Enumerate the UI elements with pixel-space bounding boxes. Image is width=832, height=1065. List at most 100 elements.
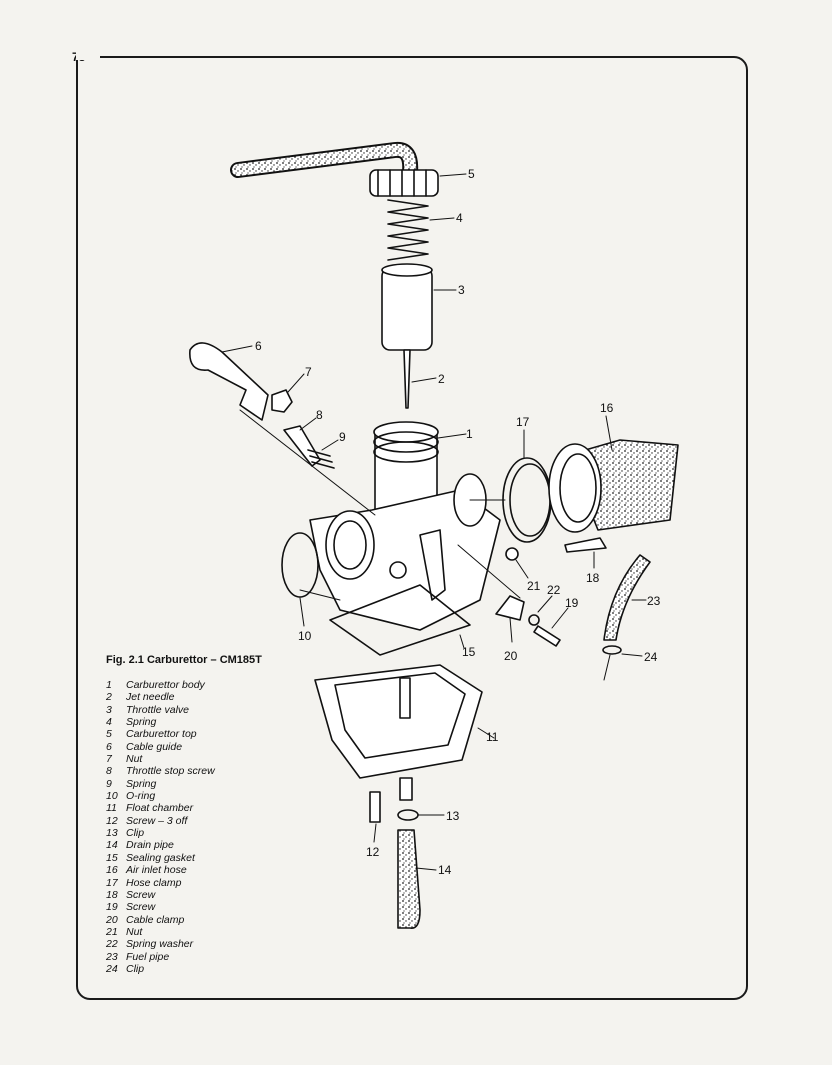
legend-item-number: 13 [106, 827, 118, 840]
legend-item-label: Nut [126, 925, 143, 938]
legend-item-number: 6 [106, 740, 112, 753]
legend-item-label: Carburettor top [126, 728, 197, 741]
legend-item-number: 16 [106, 864, 118, 877]
callout-8: 8 [316, 408, 323, 422]
callout-16: 16 [600, 401, 614, 415]
legend-item-label: Screw [126, 901, 156, 914]
part-24-clip [602, 645, 622, 655]
legend-item: 4 Spring [106, 716, 215, 728]
callout-1: 1 [466, 427, 473, 441]
legend-item: 12 Screw – 3 off [106, 815, 215, 827]
legend-item-number: 23 [106, 950, 118, 963]
legend-item-number: 22 [106, 938, 118, 951]
part-9-spring [307, 449, 335, 469]
callout-13: 13 [446, 809, 460, 823]
callout-10: 10 [298, 629, 312, 643]
part-7-nut [271, 389, 293, 413]
callout-6: 6 [255, 339, 262, 353]
figure-frame [76, 56, 748, 1000]
callout-21: 21 [527, 579, 541, 593]
part-21-nut [505, 547, 519, 561]
callout-19: 19 [565, 596, 579, 610]
legend-item-number: 15 [106, 851, 118, 864]
legend-item-label: Spring [126, 777, 157, 790]
part-3-throttle-valve [381, 267, 433, 351]
legend-item: 20 Cable clamp [106, 914, 215, 926]
legend-item-number: 14 [106, 839, 118, 852]
part-8-throttle-stop-screw [283, 425, 321, 467]
legend-item-label: Throttle valve [126, 703, 190, 716]
part-12-screw [369, 791, 381, 823]
part-6-cable-guide [189, 342, 269, 421]
legend-item-number: 3 [106, 703, 112, 716]
legend-item-number: 7 [106, 753, 112, 766]
legend-item: 14 Drain pipe [106, 839, 215, 851]
part-1-carburettor-body [309, 421, 501, 631]
legend-item-label: Hose clamp [126, 876, 182, 889]
legend-item-number: 18 [106, 888, 118, 901]
legend-item-label: Clip [126, 962, 145, 975]
legend-item: 1 Carburettor body [106, 679, 215, 691]
callout-18: 18 [586, 571, 600, 585]
legend-item-label: Throttle stop screw [126, 765, 215, 778]
callout-20: 20 [504, 649, 518, 663]
legend-item: 7 Nut [106, 753, 215, 765]
callout-12: 12 [366, 845, 380, 859]
legend-item-label: Carburettor body [126, 679, 205, 691]
legend-item-label: Spring [126, 716, 157, 729]
callout-5: 5 [468, 167, 475, 181]
legend-item-number: 8 [106, 765, 112, 778]
legend-item-label: O-ring [126, 790, 156, 803]
legend-item: 13 Clip [106, 827, 215, 839]
legend-item-number: 12 [106, 814, 118, 827]
figure-caption: Fig. 2.1 Carburettor – CM185T [106, 654, 262, 666]
legend-item-label: Nut [126, 753, 143, 766]
callout-2: 2 [438, 372, 445, 386]
part-20-cable-clamp [495, 595, 525, 621]
part-23-fuel-pipe [603, 554, 651, 641]
callout-7: 7 [305, 365, 312, 379]
callout-9: 9 [339, 430, 346, 444]
part-5-carburettor-top [369, 169, 439, 197]
callout-14: 14 [438, 863, 452, 877]
legend-item-label: Drain pipe [126, 839, 174, 852]
legend-item-label: Screw – 3 off [126, 814, 188, 827]
legend-item-number: 10 [106, 790, 118, 803]
legend-item-number: 20 [106, 913, 118, 926]
callout-4: 4 [456, 211, 463, 225]
legend-item-label: Clip [126, 827, 145, 840]
part-15-sealing-gasket [329, 584, 471, 656]
callout-23: 23 [647, 594, 661, 608]
callout-24: 24 [644, 650, 658, 664]
legend-item-number: 4 [106, 716, 112, 729]
legend-item: 8 Throttle stop screw [106, 765, 215, 777]
callout-15: 15 [462, 645, 476, 659]
legend-item-label: Screw [126, 888, 156, 901]
legend-item: 17 Hose clamp [106, 877, 215, 889]
callout-3: 3 [458, 283, 465, 297]
legend-item-number: 2 [106, 691, 112, 704]
legend-item-number: 17 [106, 876, 118, 889]
part-2-jet-needle [403, 349, 411, 409]
callout-17: 17 [516, 415, 530, 429]
legend-item-number: 1 [106, 679, 112, 691]
part-13-clip [397, 809, 419, 821]
frame-corner-gap [76, 50, 100, 60]
legend-item: 18 Screw [106, 889, 215, 901]
callout-labels: 1 2 3 4 5 6 7 8 9 10 11 12 13 14 15 16 1… [255, 167, 661, 877]
part-22-spring-washer [528, 614, 540, 626]
part-10-o-ring [281, 532, 319, 598]
legend-item-label: Cable clamp [126, 913, 185, 926]
legend-item-number: 9 [106, 777, 112, 790]
callout-22: 22 [547, 583, 561, 597]
